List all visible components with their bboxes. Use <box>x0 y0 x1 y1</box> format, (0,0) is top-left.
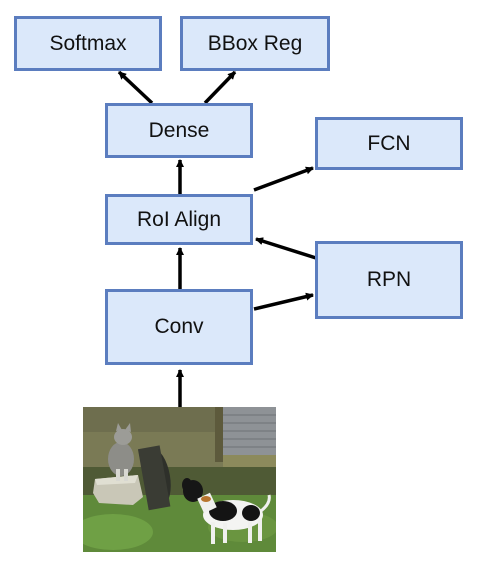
arrow-roi-align-to-fcn <box>253 166 314 192</box>
dense-node: Dense <box>105 103 253 158</box>
roi-align-node: RoI Align <box>105 194 253 245</box>
fcn-label: FCN <box>367 131 411 155</box>
bbox-reg-node: BBox Reg <box>180 16 330 71</box>
arrow-rpn-to-roi-align <box>255 237 317 260</box>
roi-align-label: RoI Align <box>136 207 222 231</box>
softmax-node: Softmax <box>14 16 162 71</box>
dense-label: Dense <box>148 118 210 142</box>
softmax-label: Softmax <box>49 31 127 55</box>
arrow-dense-to-bbox-reg <box>203 70 237 105</box>
input-photo <box>83 407 276 552</box>
cat-and-dog-photo-icon <box>83 407 276 552</box>
conv-node: Conv <box>105 289 253 365</box>
arrow-conv-to-rpn <box>253 292 314 311</box>
fcn-node: FCN <box>315 117 463 170</box>
rpn-node: RPN <box>315 241 463 319</box>
conv-label: Conv <box>154 315 204 338</box>
rpn-label: RPN <box>366 268 412 291</box>
arrow-dense-to-softmax <box>117 70 154 105</box>
bbox-reg-label: BBox Reg <box>207 31 303 55</box>
